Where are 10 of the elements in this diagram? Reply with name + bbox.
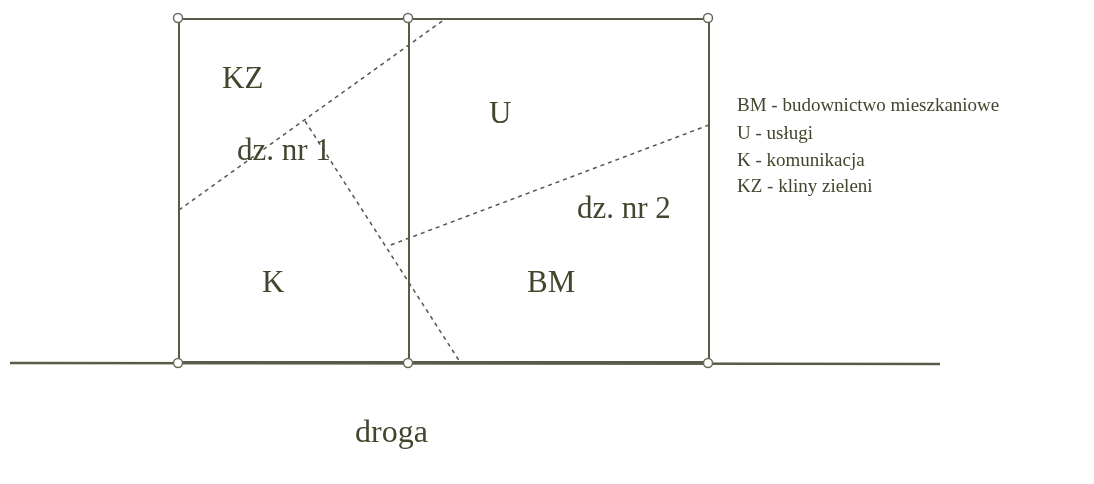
legend-entry: K - komunikacja: [737, 150, 865, 169]
legend-entry: U - usługi: [737, 123, 813, 142]
road-label: droga: [355, 415, 428, 447]
legend-entry: BM - budownictwo mieszkaniowe: [737, 95, 1000, 114]
zoning-symbol: KZ: [222, 62, 264, 93]
zoning-symbol: BM: [527, 266, 576, 297]
zoning-symbol: K: [262, 266, 285, 297]
plot-number: dz. nr 2: [577, 192, 671, 223]
zoning-symbol: U: [489, 97, 512, 128]
legend-entry: KZ - kliny zieleni: [737, 176, 873, 195]
